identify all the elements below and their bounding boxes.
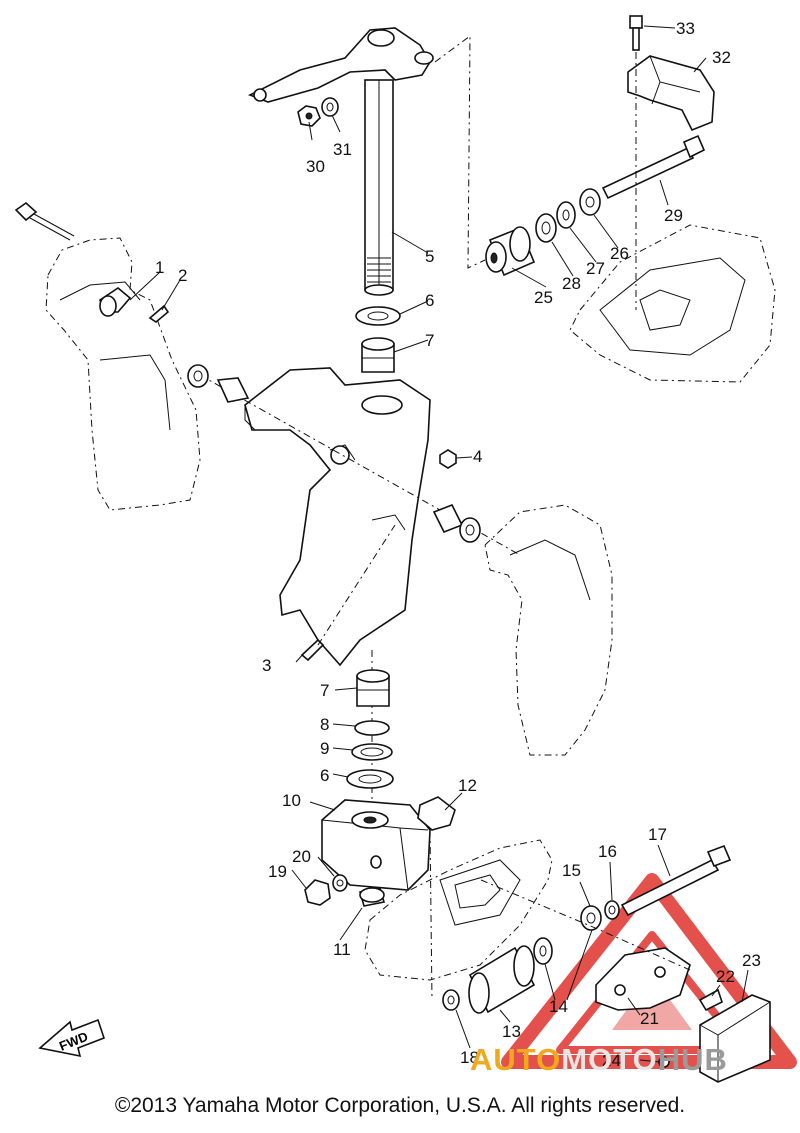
callout-29: 29 <box>664 206 683 225</box>
callout-2: 2 <box>178 266 187 285</box>
washer-26-part <box>579 188 601 216</box>
washer-18-part <box>442 989 460 1011</box>
bushing-7-upper-part <box>361 337 395 373</box>
bolt-3-axis <box>317 524 396 646</box>
callout-12: 12 <box>458 776 477 795</box>
callout-23: 23 <box>742 951 761 970</box>
washer-31-part <box>321 97 339 117</box>
forward-arrow-icon: FWD <box>38 1018 106 1058</box>
bracket-21-part <box>595 947 691 1011</box>
bushing-7-lower-part <box>356 669 390 707</box>
screw-2-part <box>148 304 170 323</box>
watermark-part-1: AUTO <box>470 1042 562 1077</box>
callout-25: 25 <box>534 288 553 307</box>
callout-31: 31 <box>333 140 352 159</box>
lower-casing-part <box>364 839 553 981</box>
mount-axis <box>429 829 433 1001</box>
callout-33: 33 <box>676 19 695 38</box>
leader-lines <box>129 25 749 1063</box>
callout-5: 5 <box>425 247 434 266</box>
collar-11-part <box>358 887 386 907</box>
steering-arm-part <box>248 27 434 296</box>
nut-4-part <box>439 449 457 469</box>
callout-1: 1 <box>155 258 164 277</box>
trim-sensor-part <box>14 201 132 317</box>
swivel-bracket-part <box>244 367 431 667</box>
callout-32: 32 <box>712 48 731 67</box>
callout-labels: 30 31 5 6 7 1 2 4 3 7 8 9 6 10 12 11 19 … <box>155 19 761 1070</box>
seal-9-part <box>351 743 393 761</box>
callout-6-lower: 6 <box>320 766 329 785</box>
lower-mount-housing-10-part <box>321 799 431 891</box>
left-bushing-part <box>187 364 250 403</box>
callout-17: 17 <box>648 825 667 844</box>
callout-8: 8 <box>320 715 329 734</box>
watermark-part-3: HUB <box>657 1042 728 1077</box>
washer-6-upper-part <box>355 306 401 326</box>
nut-30-part <box>297 105 321 127</box>
callout-4: 4 <box>473 447 482 466</box>
bolt-17-part <box>620 844 732 917</box>
callout-21: 21 <box>640 1009 659 1028</box>
watermark-wordmark: AUTOMOTOHUB <box>470 1042 728 1078</box>
callout-7-lower: 7 <box>320 681 329 700</box>
callout-19: 19 <box>268 862 287 881</box>
washer-6-lower-part <box>346 769 394 789</box>
callout-15: 15 <box>562 861 581 880</box>
callout-14: 14 <box>549 997 568 1016</box>
callout-26: 26 <box>610 244 629 263</box>
bolt-22-part <box>698 988 723 1012</box>
washer-16-part <box>604 900 620 920</box>
callout-16: 16 <box>598 842 617 861</box>
callout-30: 30 <box>306 157 325 176</box>
callout-3: 3 <box>262 656 271 675</box>
right-bushing-part <box>432 503 481 543</box>
callout-28: 28 <box>562 274 581 293</box>
callout-10: 10 <box>282 791 301 810</box>
nut-19-part <box>304 879 331 906</box>
callout-6-upper: 6 <box>425 291 434 310</box>
callout-11: 11 <box>333 940 351 959</box>
washer-20-part <box>332 874 348 892</box>
callout-13: 13 <box>502 1022 521 1041</box>
clamp-32-part <box>627 55 715 132</box>
washer-28-part <box>535 213 557 243</box>
alignment-line <box>434 34 486 269</box>
callout-27: 27 <box>586 259 605 278</box>
callout-20: 20 <box>292 847 311 866</box>
left-clamp-bracket-part <box>45 237 201 511</box>
right-clamp-bracket-part <box>484 504 613 756</box>
callout-18: 18 <box>460 1048 479 1067</box>
bracket-housing-part <box>569 224 776 383</box>
washer-14-part <box>533 937 553 965</box>
bolt-33-part <box>629 15 643 51</box>
damper-12-part <box>417 796 456 831</box>
washer-27-part <box>556 201 576 229</box>
callout-22: 22 <box>716 967 735 986</box>
callout-9: 9 <box>320 739 329 758</box>
copyright-footer: ©2013 Yamaha Motor Corporation, U.S.A. A… <box>114 1094 686 1117</box>
bolt-3-part <box>300 638 325 662</box>
watermark-part-2: MOTO <box>561 1042 658 1077</box>
mount-rubber-13-part <box>468 945 536 1014</box>
o-ring-8-part <box>354 720 390 736</box>
bolt-29-part <box>601 134 706 200</box>
cover-23-part <box>699 994 771 1083</box>
callout-24: 24 <box>602 1051 621 1070</box>
callout-7-upper: 7 <box>425 331 434 350</box>
bushing-25-part <box>485 226 536 277</box>
